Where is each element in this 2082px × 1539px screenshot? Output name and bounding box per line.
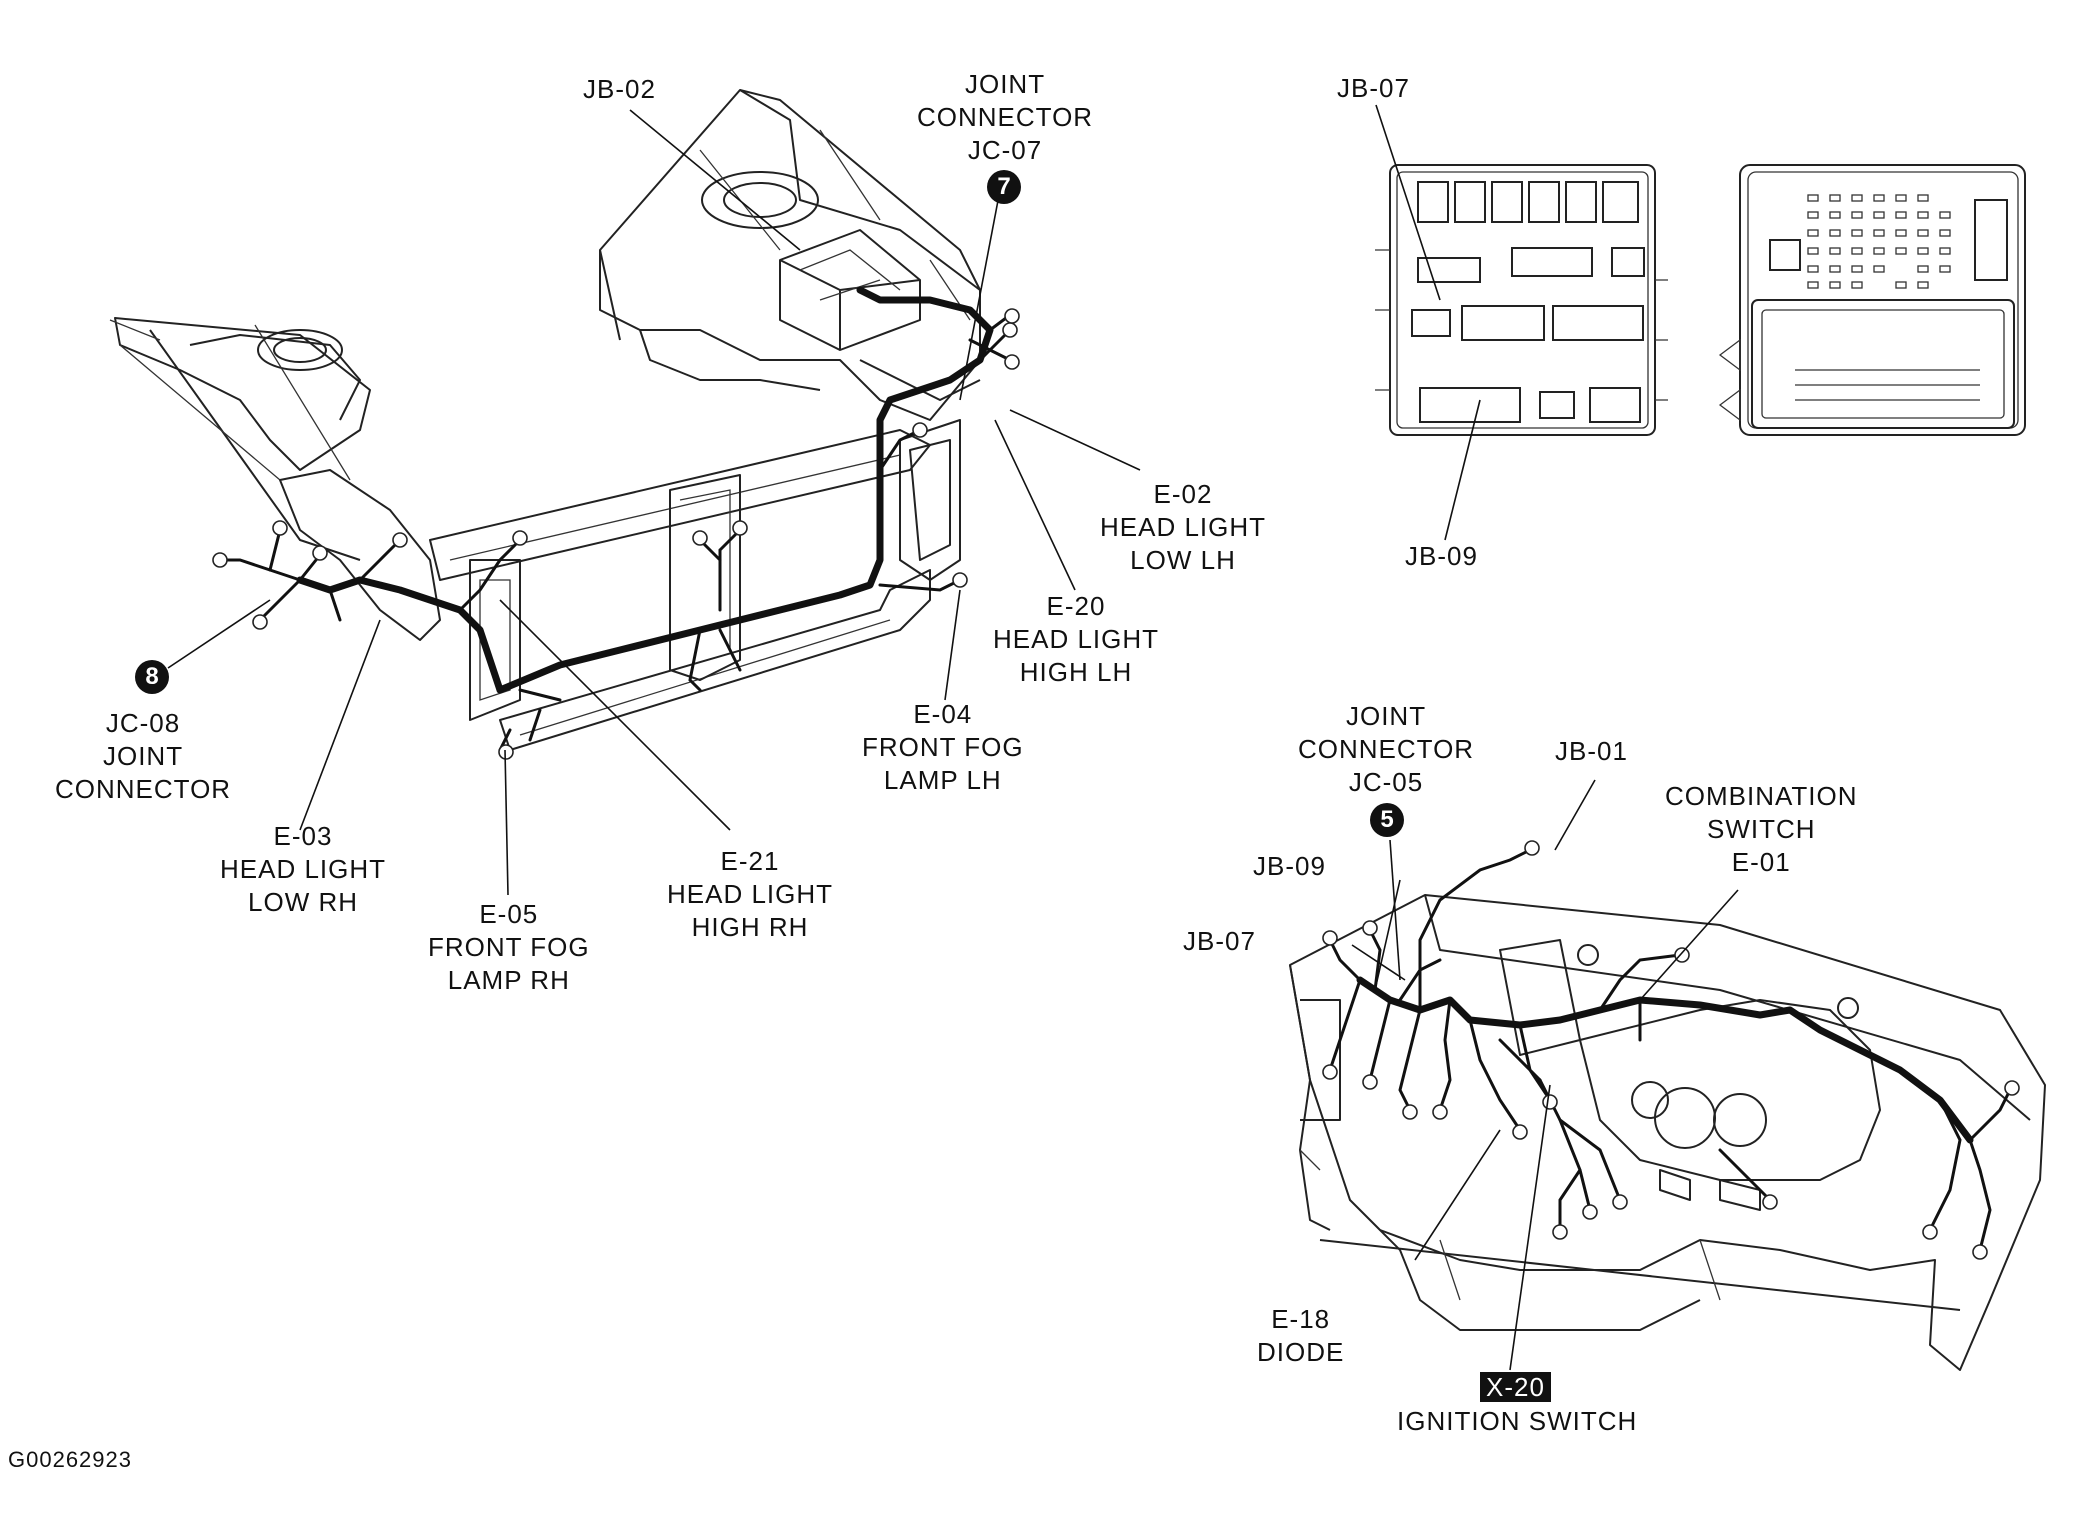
jc-05-number-badge: 5 — [1370, 803, 1404, 837]
label-jb-02: JB-02 — [583, 74, 656, 104]
label-ignition-switch: IGNITION SWITCH — [1397, 1406, 1638, 1436]
label-jb-01: JB-01 — [1555, 736, 1628, 766]
front-leader-lines — [167, 109, 1141, 896]
x-20-tag: X-20 — [1480, 1372, 1551, 1402]
label-jb-09-bottom: JB-09 — [1253, 851, 1326, 881]
front-harness — [212, 286, 1020, 760]
figure-id: G00262923 — [8, 1447, 132, 1472]
label-jb-07-bottom: JB-07 — [1183, 926, 1256, 956]
jc-07-number-badge: 7 — [987, 170, 1021, 204]
junction-block-front — [1375, 164, 1668, 436]
junction-block-leaders — [1375, 104, 1481, 541]
ip-harness — [1322, 840, 2020, 1260]
label-jb-07-top: JB-07 — [1337, 73, 1410, 103]
label-jb-09-top: JB-09 — [1405, 541, 1478, 571]
junction-block-rear — [1718, 164, 2026, 436]
instrument-panel — [1289, 894, 2046, 1371]
ip-leader-lines — [1351, 779, 1739, 1371]
jc-08-number-badge: 8 — [135, 660, 169, 694]
front-end-structure — [109, 89, 981, 751]
